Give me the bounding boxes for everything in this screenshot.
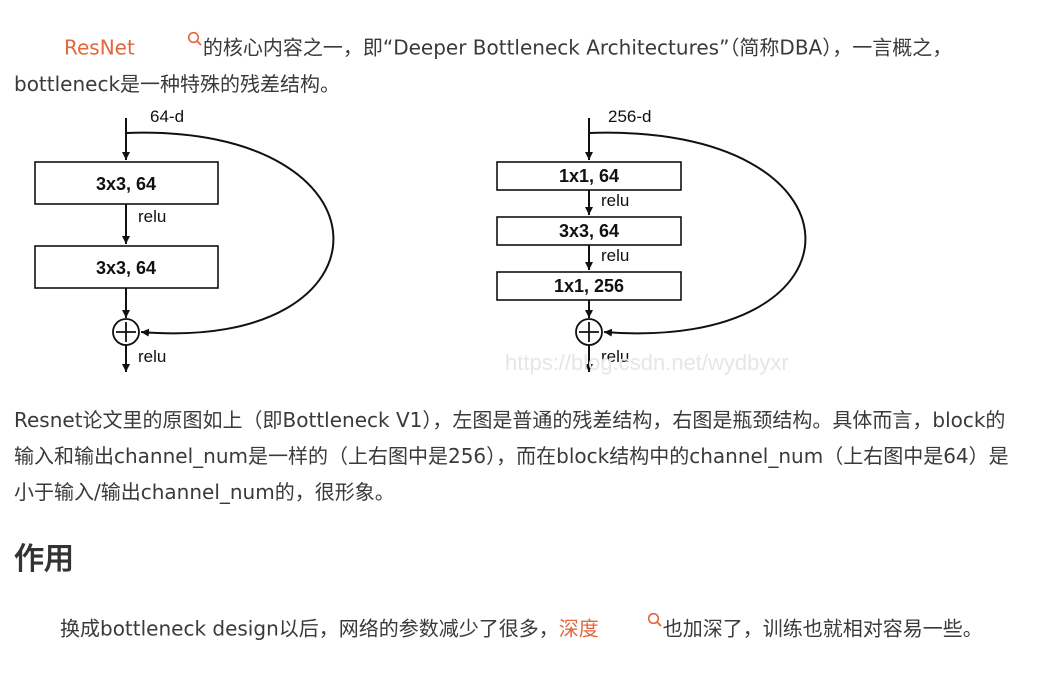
right-block-3-label: 1x1, 256 <box>554 276 624 296</box>
left-output-relu: relu <box>138 347 166 366</box>
effect-text-after: 也加深了，训练也就相对容易一些。 <box>662 616 983 641</box>
depth-link[interactable]: 深度 <box>558 616 599 641</box>
bottleneck-block: 256-d 1x1, 64 relu 3x3, 64 relu 1x1, 256… <box>496 107 807 372</box>
left-block-1-label: 3x3, 64 <box>96 174 156 194</box>
right-shortcut <box>588 131 807 337</box>
right-output-relu: relu <box>601 347 629 366</box>
bottleneck-diagram: 64-d 3x3, 64 relu 3x3, 64 relu 256-d 1x1… <box>34 107 807 375</box>
effect-text-before: 换成bottleneck design以后，网络的参数减少了很多， <box>60 616 559 641</box>
right-relu-1-label: relu <box>601 191 629 210</box>
left-block-2-label: 3x3, 64 <box>96 258 156 278</box>
right-block-2-label: 3x3, 64 <box>559 221 619 241</box>
left-shortcut <box>125 131 335 337</box>
intro-text: 的核心内容之一，即“Deeper Bottleneck Architecture… <box>14 35 953 96</box>
right-block-1 <box>496 161 682 191</box>
basic-residual-block: 64-d 3x3, 64 relu 3x3, 64 relu <box>34 107 335 372</box>
resnet-link[interactable]: ResNet <box>64 35 135 60</box>
right-input-label: 256-d <box>608 107 651 126</box>
search-icon[interactable] <box>601 603 663 639</box>
right-block-3 <box>496 271 682 301</box>
section-heading: 作用 <box>14 542 74 577</box>
description-paragraph: Resnet论文里的原图如上（即Bottleneck V1），左图是普通的残差结… <box>14 408 1009 504</box>
search-icon[interactable] <box>137 22 203 58</box>
right-relu-2-label: relu <box>601 246 629 265</box>
right-block-2 <box>496 216 682 246</box>
right-block-1-label: 1x1, 64 <box>559 166 619 186</box>
effect-paragraph: 换成bottleneck design以后，网络的参数减少了很多，深度 也加深了，… <box>14 603 1024 647</box>
left-input-label: 64-d <box>150 107 184 126</box>
watermark: https://blog.csdn.net/wydbyxr <box>505 350 789 375</box>
left-relu-label: relu <box>138 207 166 226</box>
